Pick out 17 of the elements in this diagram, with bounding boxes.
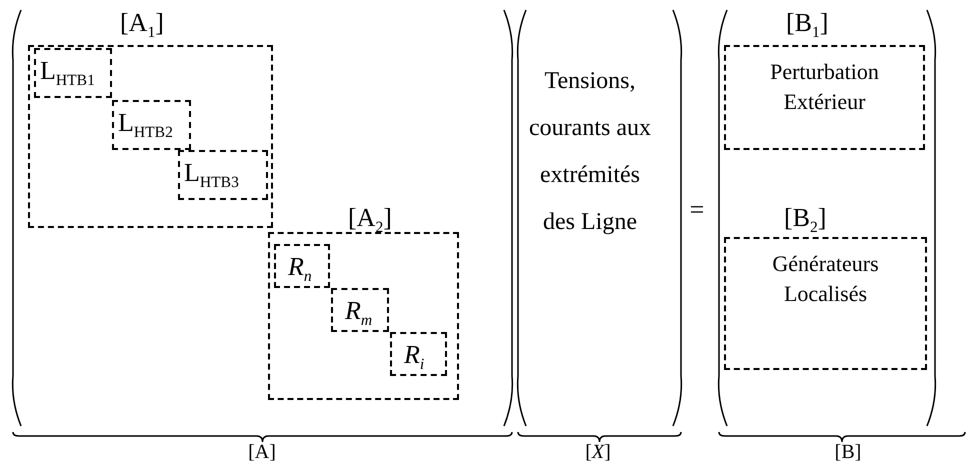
matrix-label: [A] bbox=[247, 440, 277, 464]
matrix-block: R$_{m}$ bbox=[331, 288, 389, 332]
matrix-label: [B] bbox=[834, 440, 862, 464]
block-text: Perturbation Extérieur bbox=[769, 58, 880, 116]
matrix-block: L$_{HTB1}$ bbox=[34, 48, 112, 98]
matrix-block: L$_{HTB2}$ bbox=[112, 100, 191, 150]
matrix-label: [B$_{1}$] bbox=[786, 8, 828, 44]
matrix-block: R$_{n}$ bbox=[274, 244, 330, 288]
matrix-block: R$_{i}$ bbox=[390, 332, 447, 376]
block-text: Générateurs Localisés bbox=[771, 250, 880, 308]
equals-sign: = bbox=[688, 195, 706, 225]
matrix-label: [B$_{2}$] bbox=[784, 203, 826, 238]
matrix-label: [A$_{1}$] bbox=[120, 8, 164, 44]
vector-text: Tensions, courants aux extrémités des Ligne bbox=[528, 67, 652, 237]
matrix-block: L$_{HTB3}$ bbox=[178, 150, 268, 200]
matrix-label: [X] bbox=[584, 440, 612, 464]
matrix-label: [A$_{2}$] bbox=[348, 203, 392, 238]
